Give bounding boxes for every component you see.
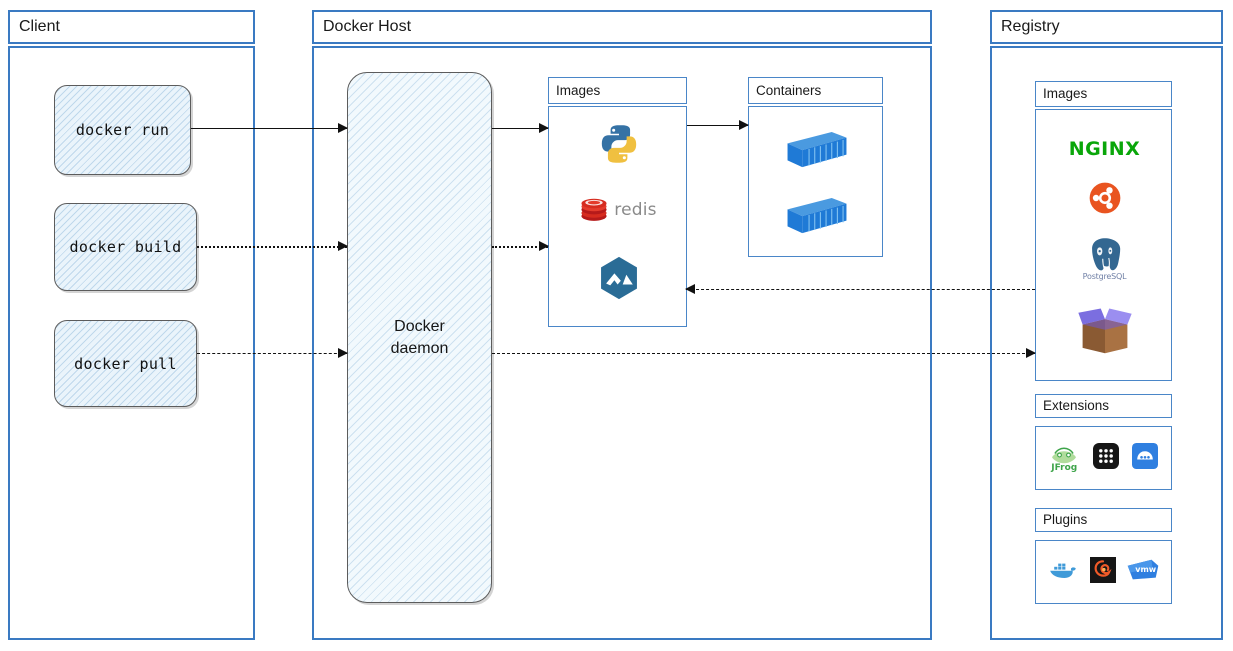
- arrowhead-right-icon: [338, 347, 348, 358]
- docker-daemon-box[interactable]: Docker daemon: [347, 72, 492, 603]
- connector-line: [492, 128, 548, 129]
- disk-usage-icon: [1131, 442, 1158, 474]
- vmware-wordmark: vmw: [1135, 564, 1157, 574]
- connector-line: [687, 125, 748, 126]
- redis-logo: redis: [549, 187, 688, 233]
- vmware-logo: vmw: [1126, 557, 1160, 588]
- container-box-icon: [749, 185, 884, 245]
- connector-line: [197, 246, 347, 248]
- ubuntu-logo: [1036, 176, 1173, 220]
- docker-daemon-label-line2: daemon: [390, 339, 449, 357]
- command-box-docker-pull[interactable]: docker pull: [54, 320, 197, 407]
- registry-images-panel-title: Images: [1043, 86, 1088, 102]
- registry-extensions-panel-body: JFrog: [1035, 426, 1172, 490]
- open-box-icon: [1036, 298, 1173, 368]
- docker-daemon-label-line1: Docker: [394, 317, 445, 335]
- connector-line: [492, 353, 1035, 354]
- registry-plugins-panel-title-tab: Plugins: [1035, 508, 1172, 532]
- command-label-docker-run: docker run: [75, 121, 170, 139]
- postgresql-wordmark: PostgreSQL: [1082, 271, 1127, 281]
- command-box-docker-build[interactable]: docker build: [54, 203, 197, 291]
- registry-plugins-panel-title: Plugins: [1043, 512, 1088, 528]
- command-label-docker-build: docker build: [69, 238, 182, 256]
- grafana-logo: [1089, 556, 1116, 588]
- docker-host-region-title: Docker Host: [323, 18, 412, 35]
- command-label-docker-pull: docker pull: [74, 354, 177, 373]
- host-images-panel-title: Images: [556, 82, 601, 98]
- nginx-wordmark: NGINX: [1068, 138, 1141, 160]
- registry-region-title-tab: Registry: [990, 10, 1223, 44]
- host-containers-panel-body: [748, 106, 883, 257]
- arrowhead-right-icon: [539, 240, 549, 251]
- postgresql-logo: PostgreSQL: [1036, 228, 1173, 288]
- arrowhead-left-icon: [685, 283, 695, 294]
- arrowhead-right-icon: [338, 240, 348, 251]
- registry-extensions-panel-title-tab: Extensions: [1035, 394, 1172, 418]
- arrowhead-right-icon: [338, 122, 348, 133]
- registry-images-panel-title-tab: Images: [1035, 81, 1172, 107]
- docker-daemon-label: Docker daemon: [391, 316, 449, 359]
- client-region-title: Client: [19, 18, 60, 35]
- host-containers-panel-title-tab: Containers: [748, 77, 883, 104]
- container-box-icon: [749, 119, 884, 179]
- registry-region-title: Registry: [1001, 18, 1060, 35]
- command-box-docker-run[interactable]: docker run: [54, 85, 191, 175]
- host-images-panel-title-tab: Images: [548, 77, 687, 104]
- redis-wordmark: redis: [614, 200, 657, 220]
- connector-line: [191, 128, 347, 129]
- arrowhead-right-icon: [539, 122, 549, 133]
- host-containers-panel-title: Containers: [756, 82, 822, 98]
- arrowhead-right-icon: [739, 119, 749, 130]
- jfrog-wordmark: JFrog: [1051, 462, 1078, 473]
- connector-line: [686, 289, 1035, 290]
- nginx-logo: NGINX: [1036, 128, 1173, 170]
- alpine-hex-logo: [549, 249, 688, 307]
- host-images-panel-body: redis: [548, 106, 687, 327]
- connector-line: [492, 246, 548, 248]
- registry-plugins-panel-body: vmw: [1035, 540, 1172, 604]
- jfrog-logo: JFrog: [1049, 444, 1079, 473]
- registry-images-panel-body: NGINX: [1035, 109, 1172, 381]
- app-grid-icon: [1092, 442, 1119, 474]
- connector-line: [197, 353, 347, 354]
- python-logo: [549, 113, 688, 175]
- client-region-title-tab: Client: [8, 10, 255, 44]
- docker-host-region-title-tab: Docker Host: [312, 10, 932, 44]
- arrowhead-right-icon: [1026, 347, 1036, 358]
- docker-whale-logo: [1047, 558, 1079, 587]
- registry-extensions-panel-title: Extensions: [1043, 398, 1110, 414]
